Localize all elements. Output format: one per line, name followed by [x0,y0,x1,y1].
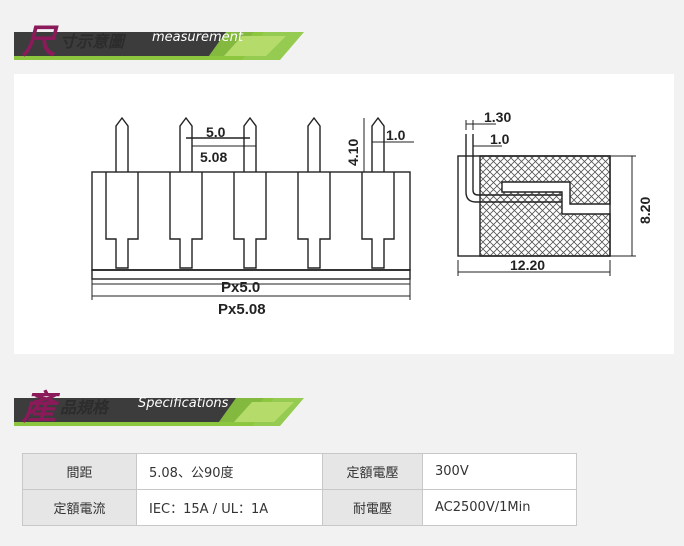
side-hatch [479,155,611,257]
pin-4 [297,116,331,269]
section-title-en: Specifications [138,396,229,411]
table-row: 定額電流 IEC：15A / UL：1A 耐電壓 AC2500V/1Min [22,489,577,526]
pin-2 [169,116,203,269]
total-a-label: Px5.0 [221,279,260,296]
spec-value: 5.08、公90度 [136,453,323,490]
section-title-en: measurement [152,30,243,45]
spec-value: IEC：15A / UL：1A [136,489,323,526]
section-initial: 尺 [22,22,56,62]
side-pin-dim-label: 1.0 [490,131,510,147]
spec-key: 耐電壓 [322,489,423,526]
spec-value: 300V [422,453,577,490]
connector-base [91,269,411,280]
spec-key: 間距 [22,453,137,490]
pitch-b-label: 5.08 [200,149,227,165]
spec-value: AC2500V/1Min [422,489,577,526]
side-height-label: 8.20 [637,197,653,224]
pin-5 [361,116,395,269]
specifications-banner: 產 品規格 Specifications [14,378,304,428]
table-row: 間距 5.08、公90度 定額電壓 300V [22,453,577,490]
pin-width-label: 1.0 [386,127,406,143]
spec-key: 定額電壓 [322,453,423,490]
total-b-label: Px5.08 [218,301,266,318]
pin-3 [233,116,267,269]
side-top-dim-label: 1.30 [484,109,511,125]
side-depth-label: 12.20 [510,257,545,273]
dimension-drawing: 5.0 5.08 4.10 1.0 Px5.0 Px5.08 [91,109,653,318]
section-initial: 產 [22,388,56,428]
spec-key: 定額電流 [22,489,137,526]
measurement-banner: 尺 寸示意圖 measurement [14,12,304,62]
pin-1 [105,116,139,269]
dimension-drawing-panel: 5.0 5.08 4.10 1.0 Px5.0 Px5.08 [14,74,674,354]
spec-table: 間距 5.08、公90度 定額電壓 300V 定額電流 IEC：15A / UL… [22,453,577,526]
height-label: 4.10 [345,139,361,166]
front-view [91,116,414,300]
side-view [457,120,636,276]
section-title-zh: 寸示意圖 [60,32,125,51]
section-title-zh: 品規格 [60,398,109,417]
pitch-a-label: 5.0 [206,124,226,140]
banner-ribbon [14,32,304,60]
banner-ribbon [14,398,304,426]
